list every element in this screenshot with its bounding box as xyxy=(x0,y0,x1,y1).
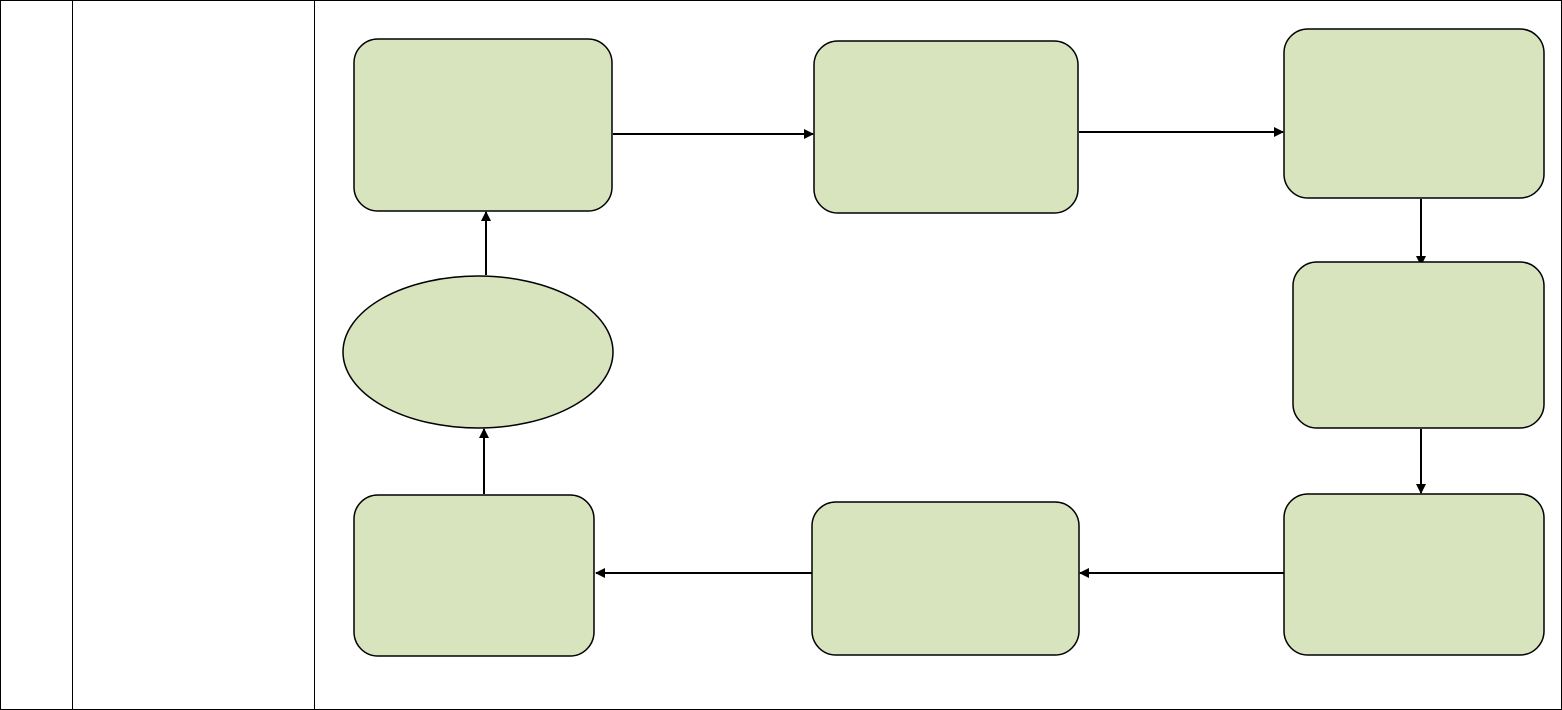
column-divider-number xyxy=(72,0,73,710)
flow-node-n5 xyxy=(1283,493,1545,656)
flow-node-n6 xyxy=(811,501,1080,656)
flow-node-n2 xyxy=(813,40,1079,214)
edges-layer xyxy=(479,127,1426,578)
flow-node-shape-n4 xyxy=(1292,261,1545,429)
column-divider-description xyxy=(314,0,315,710)
flow-node-n1 xyxy=(353,38,613,212)
flow-node-shape-n5 xyxy=(1283,493,1545,656)
flow-node-n4 xyxy=(1292,261,1545,429)
flow-node-n3 xyxy=(1283,28,1545,199)
flow-node-shape-n2 xyxy=(813,40,1079,214)
flow-node-shape-n7 xyxy=(353,494,595,657)
flow-node-shape-n6 xyxy=(811,501,1080,656)
flow-node-shape-n3 xyxy=(1283,28,1545,199)
flow-node-shape-n8 xyxy=(342,275,614,429)
flow-node-shape-n1 xyxy=(353,38,613,212)
flow-node-n8 xyxy=(342,275,614,429)
flow-node-n7 xyxy=(353,494,595,657)
nodes-layer xyxy=(342,28,1545,657)
